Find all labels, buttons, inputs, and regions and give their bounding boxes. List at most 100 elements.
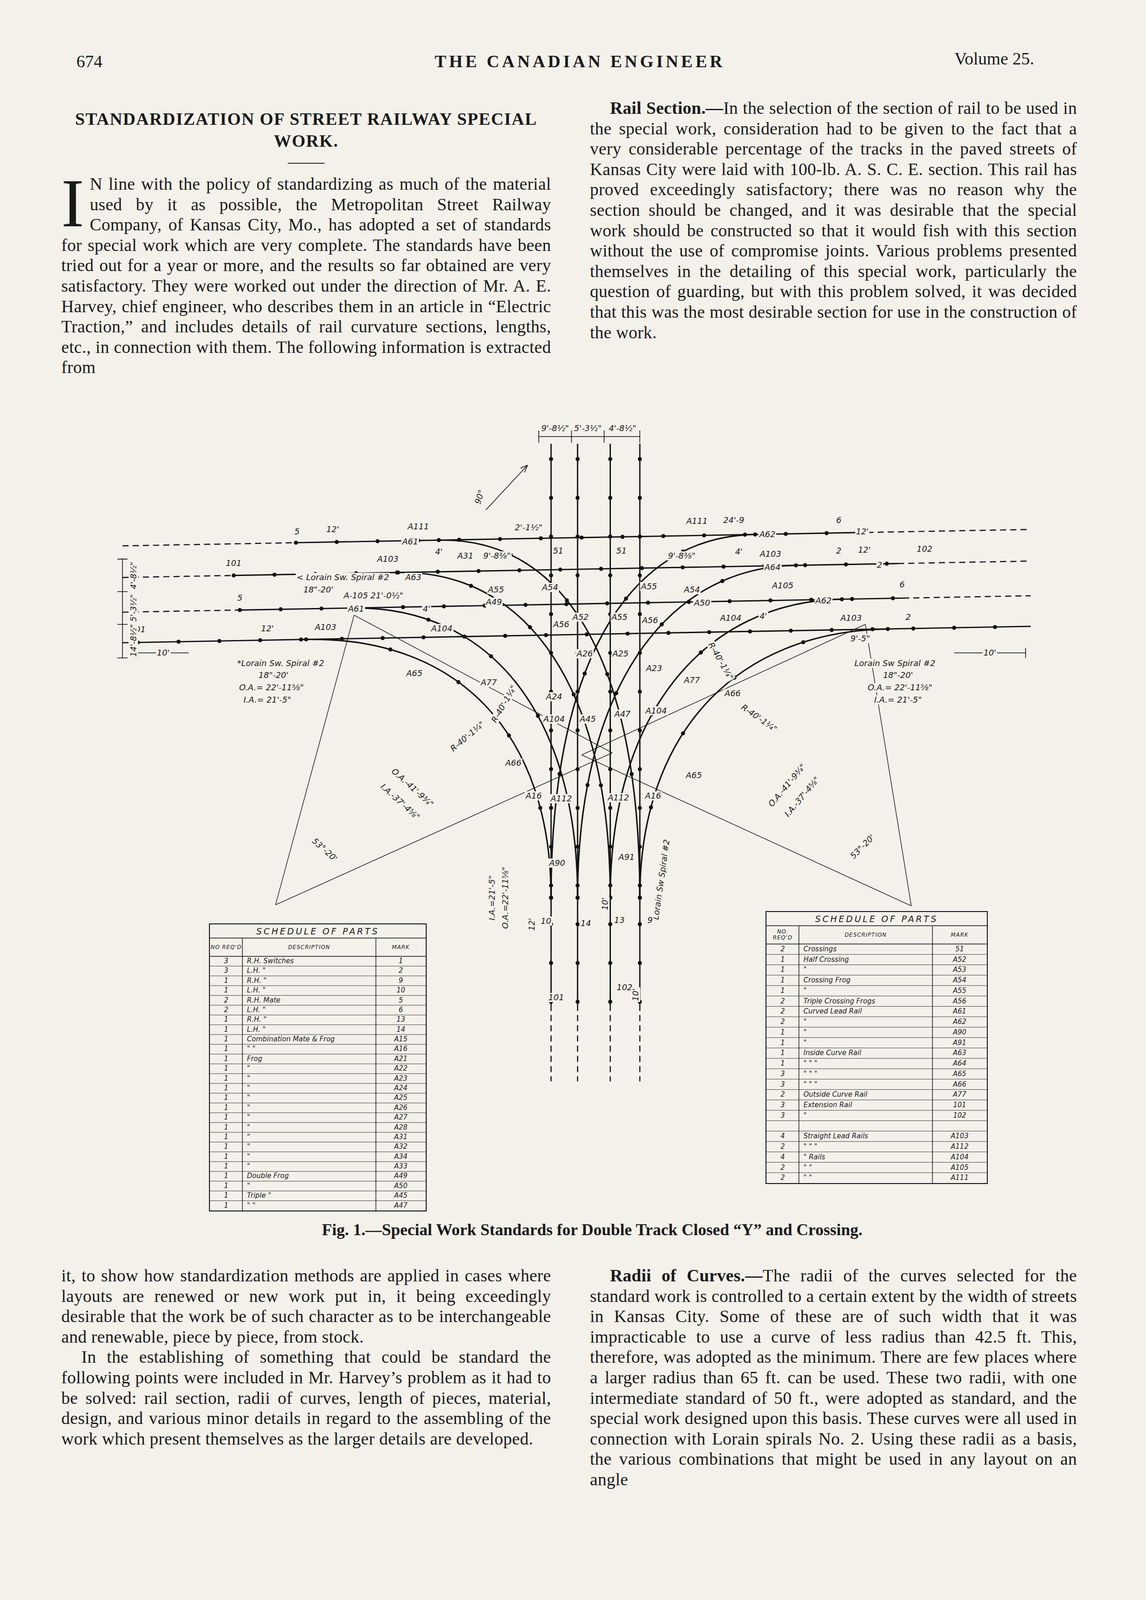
dimension-label: 10' bbox=[982, 648, 998, 658]
rail-joint bbox=[575, 728, 580, 733]
rail-joint bbox=[890, 596, 895, 601]
table-cell: A47 bbox=[375, 1201, 426, 1211]
rail-joint bbox=[721, 564, 726, 569]
curve-rail bbox=[551, 534, 756, 899]
dimension-label: A50 bbox=[693, 598, 712, 608]
parts-table: SCHEDULE OF PARTSNO. REQ'DDESCRIPTIONMAR… bbox=[765, 911, 988, 1185]
table-rule bbox=[766, 1037, 987, 1039]
table-cell: 1 bbox=[209, 1123, 243, 1133]
dimension-label: 4' bbox=[433, 547, 444, 557]
rail-joint bbox=[388, 647, 393, 652]
rail bbox=[551, 444, 640, 1006]
rail-joint bbox=[435, 569, 440, 574]
table-cell: 1 bbox=[209, 1074, 243, 1084]
table-cell: A27 bbox=[375, 1113, 426, 1123]
rail-joint bbox=[421, 635, 426, 640]
table-cell: " bbox=[242, 1152, 376, 1163]
dimension-label: 2 bbox=[876, 560, 884, 570]
rail-joint bbox=[319, 606, 324, 611]
dimension-label: A45 bbox=[578, 714, 597, 724]
table-cell: 1 bbox=[375, 956, 426, 967]
dimension-label: 12' bbox=[527, 917, 537, 932]
dimension-label: A104 bbox=[430, 624, 454, 634]
rail-joint bbox=[258, 638, 263, 643]
table-cell: 2 bbox=[209, 1005, 243, 1016]
rail-dashed bbox=[122, 561, 1031, 578]
rail-joint bbox=[803, 563, 808, 568]
table-cell: Crossings bbox=[798, 944, 933, 955]
dimension-label: A104 bbox=[542, 714, 566, 724]
table-cell: A50 bbox=[375, 1181, 426, 1192]
dimension-line bbox=[117, 559, 128, 659]
table-cell: R.H. " bbox=[242, 1015, 376, 1025]
dimension-label: O.A.= 22'-11⅝" bbox=[867, 683, 934, 693]
table-cell: 1 bbox=[209, 1113, 243, 1123]
table-cell: 2 bbox=[766, 1017, 799, 1028]
table-rule bbox=[766, 985, 987, 986]
rail-joint bbox=[992, 625, 997, 630]
table-rule bbox=[766, 996, 987, 997]
dimension-label: 18"-20' bbox=[302, 585, 335, 595]
rail-joint bbox=[457, 537, 462, 542]
text-column: Radii of Curves.—The radii of the curves… bbox=[589, 1265, 1077, 1491]
rail-joint bbox=[575, 806, 580, 811]
rail-joint bbox=[538, 536, 543, 541]
rail-joint bbox=[824, 531, 829, 536]
rail-joint bbox=[401, 605, 406, 610]
rail-joint bbox=[605, 601, 610, 606]
rail-joint bbox=[623, 596, 628, 601]
table-rule bbox=[766, 1131, 987, 1132]
table-rule bbox=[241, 938, 243, 1211]
dimension-label: A64 bbox=[763, 562, 782, 573]
table-cell: 1 bbox=[209, 1132, 243, 1143]
column-header: MARK bbox=[375, 938, 426, 957]
rail-joint bbox=[843, 562, 848, 567]
parts-table: SCHEDULE OF PARTSNO REQ'DDESCRIPTIONMARK… bbox=[208, 923, 427, 1212]
table-cell: A26 bbox=[375, 1103, 426, 1114]
rail-joint bbox=[506, 733, 511, 738]
table-cell: 1 bbox=[209, 1152, 243, 1163]
rail-joint bbox=[396, 570, 401, 575]
rail-joint bbox=[680, 731, 686, 736]
table-rule bbox=[766, 954, 987, 955]
dimension-label: 101 bbox=[547, 993, 565, 1003]
table-cell: 1 bbox=[209, 1064, 243, 1074]
rail-joint bbox=[549, 961, 554, 966]
table-cell: A31 bbox=[375, 1132, 426, 1143]
dimension-label: A54 bbox=[682, 585, 701, 595]
dimension-label: A112 bbox=[549, 794, 573, 804]
table-cell: " bbox=[242, 1064, 376, 1074]
table-rule bbox=[766, 1172, 987, 1174]
dimension-label: A105 bbox=[771, 581, 795, 591]
rail-joint bbox=[231, 573, 236, 578]
rail-joint bbox=[637, 728, 643, 733]
rail-joint bbox=[637, 534, 643, 539]
table-cell: A61 bbox=[932, 1006, 987, 1018]
table-cell: 1 bbox=[209, 1044, 243, 1055]
table-rule bbox=[766, 1079, 987, 1080]
rail-joint bbox=[176, 639, 181, 644]
rail-joint bbox=[584, 632, 590, 637]
rail-joint bbox=[549, 895, 554, 900]
rail-joint bbox=[829, 628, 834, 633]
table-cell: A24 bbox=[375, 1083, 426, 1094]
table-cell: 6 bbox=[375, 1005, 426, 1016]
dimension-label: A103 bbox=[314, 622, 338, 632]
dimension-label: 51 bbox=[551, 546, 565, 556]
dimension-label: 14'-8½" bbox=[128, 623, 139, 659]
paragraph-text: Radii of Curves.— bbox=[610, 1266, 763, 1286]
table-cell: 1 bbox=[209, 1083, 243, 1094]
table-cell: 14 bbox=[375, 1025, 426, 1035]
rail-joint bbox=[608, 922, 613, 927]
dimension-label: 51 bbox=[615, 546, 628, 556]
table-cell: " " bbox=[242, 1044, 376, 1055]
dimension-label: O.A.=22'-11⅝" bbox=[500, 866, 510, 931]
curve-rail bbox=[639, 629, 888, 899]
dimension-label: A55 bbox=[610, 612, 629, 622]
table-cell: 1 bbox=[209, 1142, 243, 1152]
dimension-label: A52 bbox=[571, 612, 590, 622]
table-cell: 1 bbox=[209, 1191, 243, 1201]
table-rule bbox=[766, 1162, 987, 1163]
dimension-label: A103 bbox=[758, 549, 782, 559]
table-cell: 1 bbox=[209, 1025, 243, 1035]
